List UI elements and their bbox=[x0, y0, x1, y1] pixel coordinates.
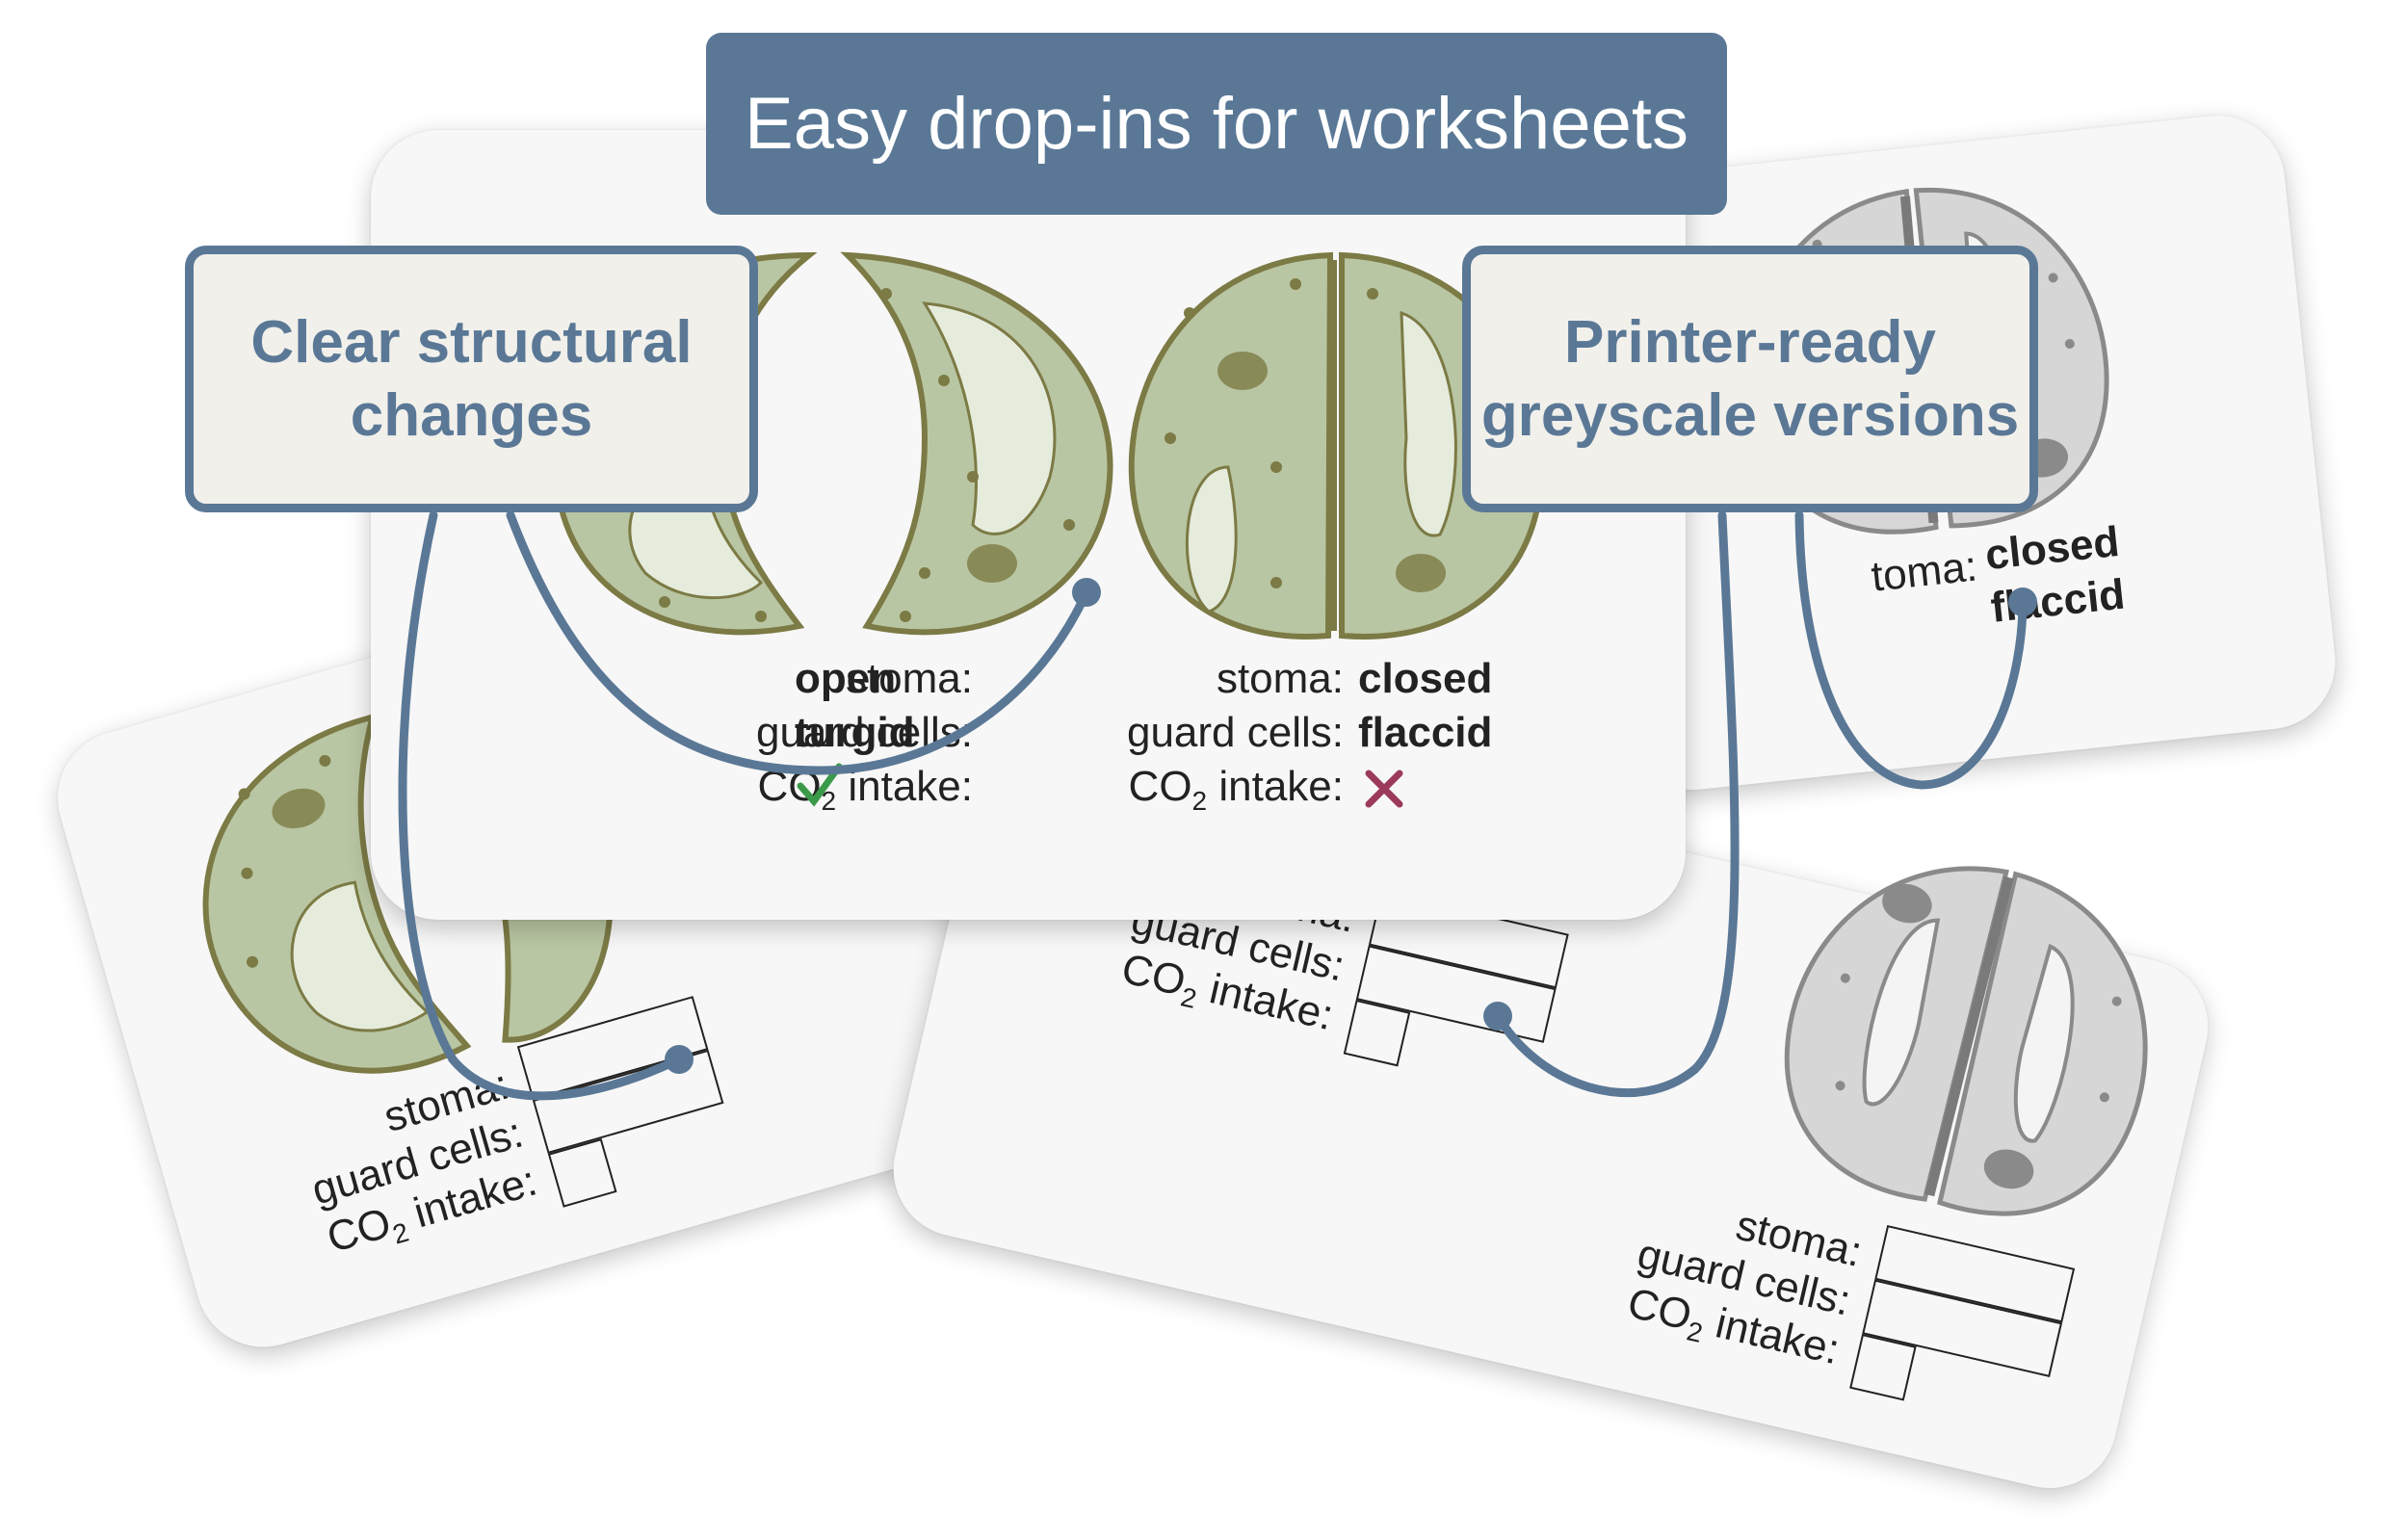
closed-stoma-value: closed bbox=[1358, 655, 1493, 702]
banner-title: Easy drop-ins for worksheets bbox=[706, 33, 1727, 215]
closed-guard-cells-value: flaccid bbox=[1358, 709, 1493, 756]
open-guard-cells-value: turgid bbox=[795, 709, 915, 756]
callout-structural-changes: Clear structural changes bbox=[185, 246, 758, 512]
closed-guard-cells-label: guard cells: bbox=[1126, 709, 1344, 756]
callout-greyscale-versions: Printer-ready greyscale versions bbox=[1462, 246, 2038, 512]
closed-co2-label: CO2 intake: bbox=[1128, 763, 1344, 816]
open-stoma-value: open bbox=[795, 655, 897, 702]
closed-stoma-label: stoma: bbox=[1216, 655, 1344, 702]
